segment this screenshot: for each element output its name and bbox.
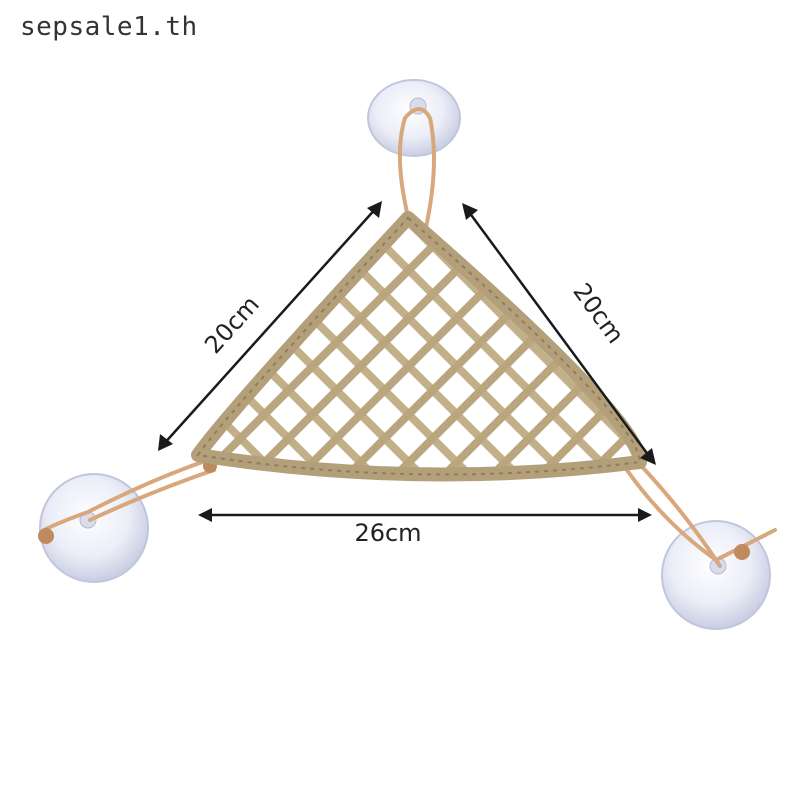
suction-cup-top bbox=[367, 79, 461, 157]
suction-cup-right bbox=[661, 520, 771, 630]
dimension-arrows bbox=[158, 201, 656, 522]
left-side-dimension: 20cm bbox=[199, 290, 265, 359]
store-watermark: sepsale1.th bbox=[20, 12, 198, 42]
seagrass-hammock bbox=[191, 211, 647, 482]
base-dimension: 26cm bbox=[354, 519, 421, 547]
right-side-dimension: 20cm bbox=[567, 278, 629, 349]
